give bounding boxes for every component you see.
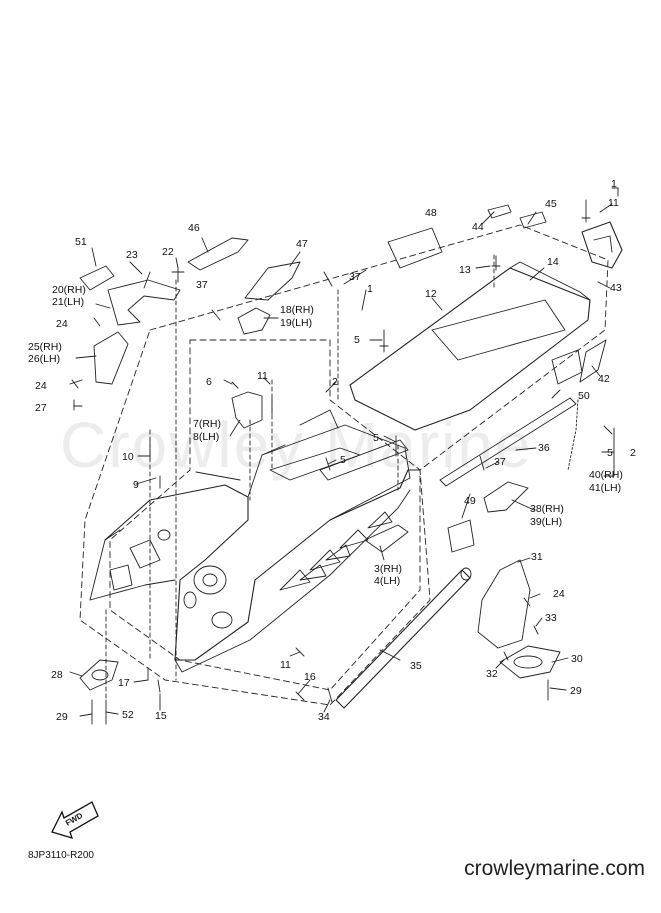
callout-42: 42 [598, 373, 610, 385]
bracket-3 [364, 524, 409, 553]
callout-30: 30 [571, 653, 583, 665]
pad-46 [187, 237, 249, 271]
footrest-31 [477, 559, 531, 649]
callout-25-rh: 25(RH) [28, 341, 62, 353]
watermark: Crowley Marine [60, 409, 533, 481]
chassis-left-side [104, 469, 421, 661]
callout-40-rh: 40(RH) [589, 469, 623, 481]
callout-11: 11 [608, 197, 619, 209]
callout-5-d: 5 [340, 454, 346, 466]
callout-22: 22 [162, 246, 174, 258]
plate-38 [483, 481, 529, 513]
callout-4-lh: 4(LH) [374, 575, 401, 587]
callout-32: 32 [486, 668, 498, 680]
callout-38-rh: 38(RH) [530, 503, 564, 515]
callout-1: 1 [611, 178, 617, 190]
callout-11-b: 11 [257, 370, 268, 382]
callout-41-lh: 41(LH) [589, 482, 622, 494]
flap-44 [487, 204, 512, 219]
callout-31: 31 [531, 551, 543, 563]
callout-29-a: 29 [56, 711, 68, 723]
flap-45 [519, 211, 547, 229]
pad-48 [387, 227, 443, 269]
callout-19-lh: 19(LH) [280, 317, 313, 329]
callout-5-c: 5 [607, 447, 613, 459]
callout-18-rh: 18(RH) [280, 304, 314, 316]
mud-flap-50 [551, 349, 583, 385]
block-49 [447, 519, 475, 553]
callout-43: 43 [610, 282, 622, 294]
callout-7-rh: 7(RH) [193, 418, 221, 430]
callout-24-c: 24 [553, 588, 565, 600]
callout-15: 15 [155, 710, 167, 722]
callout-37-top: 37 [349, 271, 361, 283]
callout-13: 13 [459, 264, 471, 276]
callout-5-b: 5 [373, 432, 379, 444]
callout-21-lh: 21(LH) [52, 296, 85, 308]
callout-24-a: 24 [56, 318, 68, 330]
callout-34: 34 [318, 711, 330, 723]
callout-26-lh: 26(LH) [28, 353, 61, 365]
callout-28: 28 [51, 669, 63, 681]
callout-23: 23 [126, 249, 138, 261]
assembly-boundary-1 [79, 224, 609, 706]
callout-51: 51 [75, 236, 87, 248]
fwd-arrow-icon [51, 801, 99, 839]
callout-6: 6 [206, 376, 212, 388]
callout-8-lh: 8(LH) [193, 431, 220, 443]
callout-45: 45 [545, 198, 557, 210]
assembly-boundary-2 [109, 339, 421, 691]
bracket-25 [93, 331, 129, 385]
callout-5-a: 5 [354, 334, 360, 346]
crossmember-36 [439, 397, 577, 487]
callout-16: 16 [304, 671, 316, 683]
callout-49: 49 [464, 495, 476, 507]
callout-20-rh: 20(RH) [52, 284, 86, 296]
grip-30 [499, 645, 561, 679]
rear-bumper [581, 221, 623, 269]
cable-40 [567, 399, 579, 471]
cover-51 [79, 265, 115, 291]
callout-36: 36 [538, 442, 550, 454]
plate-7 [231, 391, 263, 429]
callout-3-rh: 3(RH) [374, 563, 402, 575]
callout-10: 10 [122, 451, 134, 463]
callout-33: 33 [545, 612, 557, 624]
callout-2-b: 2 [630, 447, 636, 459]
callout-37-left: 37 [196, 279, 208, 291]
tunnel-deck [349, 267, 591, 431]
site-url: crowleymarine.com [464, 857, 645, 880]
pad-47 [244, 261, 301, 301]
cross-tube-35 [335, 569, 471, 709]
callout-48: 48 [425, 207, 437, 219]
callout-2-a: 2 [332, 376, 338, 388]
chassis-right-rail [261, 424, 411, 521]
callout-44: 44 [472, 221, 484, 233]
callout-1-center: 1 [367, 283, 373, 295]
grip-28 [79, 659, 119, 691]
callout-37-right: 37 [494, 456, 506, 468]
callout-24-b: 24 [35, 380, 47, 392]
boot-18 [237, 307, 271, 335]
callout-46: 46 [188, 222, 200, 234]
callout-50: 50 [578, 390, 590, 402]
callout-29-b: 29 [570, 685, 582, 697]
callout-47: 47 [296, 238, 308, 250]
callout-52: 52 [122, 709, 134, 721]
callout-12: 12 [425, 288, 437, 300]
callout-11-c: 11 [280, 659, 291, 671]
callout-39-lh: 39(LH) [530, 516, 563, 528]
callout-35: 35 [410, 660, 422, 672]
bracket-20 [107, 279, 181, 326]
callout-27: 27 [35, 402, 47, 414]
callout-14: 14 [547, 256, 559, 268]
drawing-code: 8JP3110-R200 [28, 850, 94, 861]
callout-9: 9 [133, 479, 139, 491]
callout-17: 17 [118, 677, 130, 689]
